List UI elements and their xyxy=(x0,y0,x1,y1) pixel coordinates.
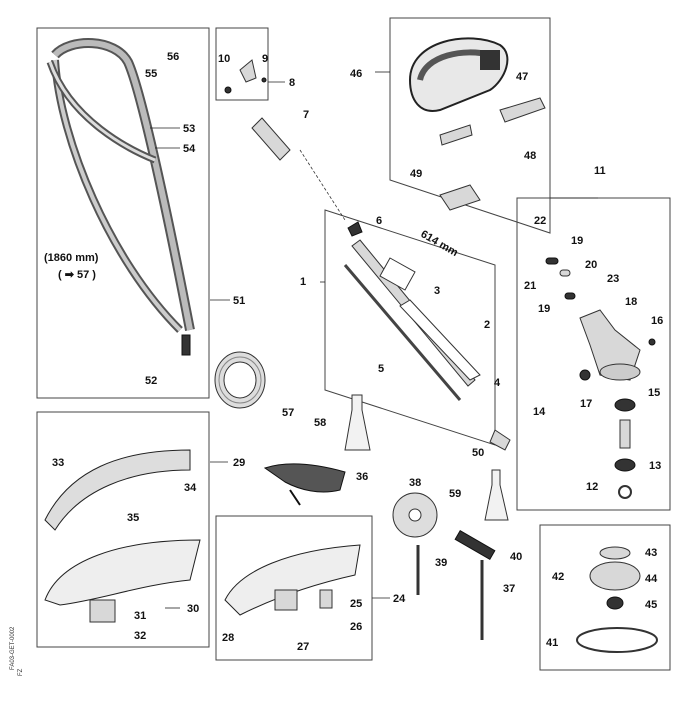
part-label-50: 50 xyxy=(472,447,484,459)
part-label-4: 4 xyxy=(494,377,501,389)
part-label-10: 10 xyxy=(218,53,230,65)
part-label-3: 3 xyxy=(434,285,440,297)
part-label-19a: 19 xyxy=(571,235,583,247)
part-label-20: 20 xyxy=(585,259,597,271)
part-label-51: 51 xyxy=(233,295,245,307)
part-label-38: 38 xyxy=(409,477,421,489)
part-label-11: 11 xyxy=(594,165,606,177)
part-label-59: 59 xyxy=(449,488,461,500)
part-label-46: 46 xyxy=(350,68,362,80)
part-label-31: 31 xyxy=(134,610,146,622)
part-label-36: 36 xyxy=(356,471,368,483)
part-label-18: 18 xyxy=(625,296,637,308)
leader-lines xyxy=(150,71,598,609)
part-label-1: 1 xyxy=(300,276,306,288)
part-label-22: 22 xyxy=(534,215,546,227)
part-label-56: 56 xyxy=(167,51,179,63)
part-label-42: 42 xyxy=(552,571,564,583)
part-label-54: 54 xyxy=(183,143,196,155)
part-label-23: 23 xyxy=(607,273,619,285)
part-label-8: 8 xyxy=(289,77,295,89)
part-label-47: 47 xyxy=(516,71,528,83)
guard-small-frame xyxy=(215,515,373,661)
part-label-12: 12 xyxy=(586,481,598,493)
part-label-7: 7 xyxy=(303,109,309,121)
strap-frame xyxy=(36,27,210,399)
part-label-2: 2 xyxy=(484,319,490,331)
part-label-37: 37 xyxy=(503,583,515,595)
part-label-32: 32 xyxy=(134,630,146,642)
shaft-frame xyxy=(324,209,496,446)
part-label-34: 34 xyxy=(184,482,197,494)
part-label-52: 52 xyxy=(145,375,157,387)
part-label-45: 45 xyxy=(645,599,657,611)
grip-tube xyxy=(251,117,291,161)
footer-sub: FZ xyxy=(18,668,24,676)
part-label-44: 44 xyxy=(645,573,658,585)
footer-code: FA03-GET-0002 xyxy=(10,626,16,670)
strap-length-label: (1860 mm) xyxy=(44,252,99,264)
part-label-27: 27 xyxy=(297,641,309,653)
part-label-14: 14 xyxy=(533,406,546,418)
part-label-13: 13 xyxy=(649,460,661,472)
bike-handle xyxy=(408,37,546,211)
part-label-6: 6 xyxy=(376,215,382,227)
part-label-16: 16 xyxy=(651,315,663,327)
part-labels: 1 2 3 4 5 6 7 8 9 10 11 12 13 14 15 16 1… xyxy=(52,51,663,653)
part-label-5: 5 xyxy=(378,363,384,375)
part-label-40: 40 xyxy=(510,551,522,563)
gearbox-frame xyxy=(516,197,671,511)
guard-frame xyxy=(36,411,210,648)
part-label-21: 21 xyxy=(524,280,536,292)
part-label-35: 35 xyxy=(127,512,139,524)
part-label-33: 33 xyxy=(52,457,64,469)
gearbox-parts xyxy=(545,257,656,499)
part-label-26: 26 xyxy=(350,621,362,633)
part-label-43: 43 xyxy=(645,547,657,559)
goggles xyxy=(263,463,346,506)
shaft xyxy=(343,221,511,451)
tube-length-label: 614 mm xyxy=(419,228,461,259)
grease-tubes xyxy=(344,394,509,521)
part-label-15: 15 xyxy=(648,387,660,399)
deflector-guard xyxy=(44,449,201,623)
blade-and-tools xyxy=(392,492,496,640)
part-label-48: 48 xyxy=(524,150,536,162)
clamp-parts xyxy=(224,59,267,94)
part-label-53: 53 xyxy=(183,123,195,135)
mowing-head-frame xyxy=(539,524,671,671)
part-label-39: 39 xyxy=(435,557,447,569)
part-label-25: 25 xyxy=(350,598,362,610)
part-label-29: 29 xyxy=(233,457,245,469)
strap-ref-label: ( ➡ 57 ) xyxy=(58,269,96,281)
part-label-41: 41 xyxy=(546,637,558,649)
part-label-28: 28 xyxy=(222,632,234,644)
shoulder-strap xyxy=(46,38,195,356)
part-label-49: 49 xyxy=(410,168,422,180)
part-label-55: 55 xyxy=(145,68,157,80)
shaft-dash xyxy=(299,149,346,221)
part-label-17: 17 xyxy=(580,398,592,410)
handle-frame xyxy=(389,17,551,234)
part-label-24: 24 xyxy=(393,593,406,605)
strap-roll xyxy=(214,351,266,409)
part-label-30: 30 xyxy=(187,603,199,615)
small-guard xyxy=(224,544,361,616)
part-label-57: 57 xyxy=(282,407,294,419)
mowing-head xyxy=(576,546,658,653)
handle-clamp-frame xyxy=(215,27,269,101)
part-label-58: 58 xyxy=(314,417,326,429)
part-label-19b: 19 xyxy=(538,303,550,315)
part-label-9: 9 xyxy=(262,53,268,65)
